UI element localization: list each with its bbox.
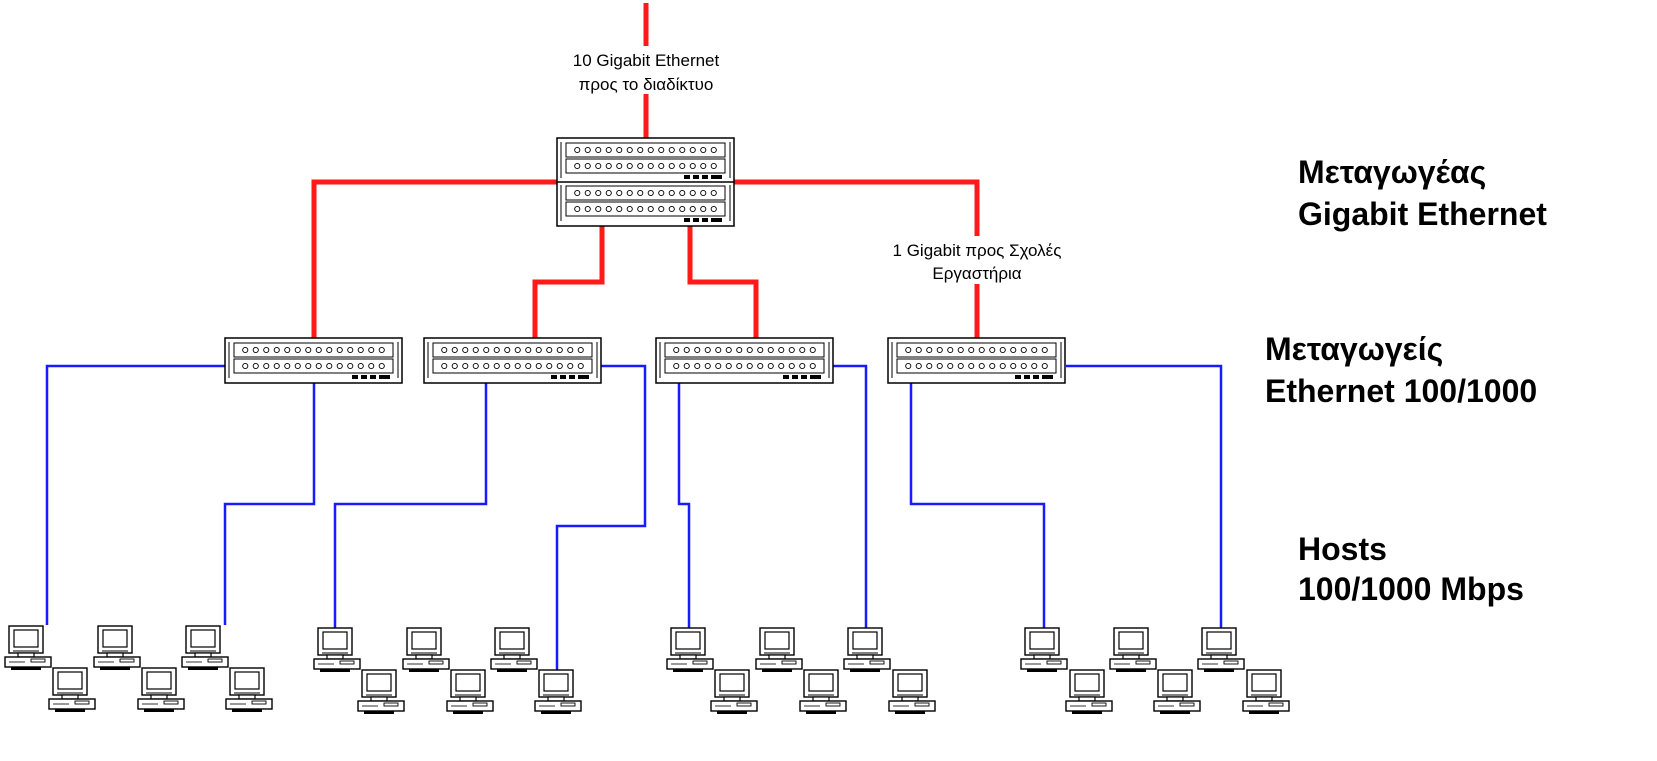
uplink-label-line1: 10 Gigabit Ethernet: [573, 51, 720, 70]
desktop-computer-icon: [1154, 670, 1200, 714]
host-link: [225, 382, 314, 625]
school-link-label: 1 Gigabit προς Σχολές Εργαστήρια: [878, 236, 1078, 284]
access-switch-2-icon: [424, 338, 601, 383]
tier-hosts-line1: Hosts: [1298, 531, 1387, 567]
desktop-computer-icon: [1243, 670, 1289, 714]
desktop-computer-icon: [49, 668, 95, 712]
desktop-computer-icon: [403, 628, 449, 672]
core-to-switch-1-link: [314, 182, 558, 340]
tier-access-line2: Ethernet 100/1000: [1265, 373, 1537, 409]
core-to-switch-2-link: [535, 226, 602, 340]
desktop-computer-icon: [1021, 628, 1067, 672]
tier-label-core: Μεταγωγέας Gigabit Ethernet: [1298, 154, 1547, 232]
uplink-label-line2: προς το διαδίκτυο: [579, 75, 714, 94]
host-link: [679, 382, 689, 628]
desktop-computer-icon: [756, 628, 802, 672]
access-switch-1-icon: [225, 338, 402, 383]
tier-label-access: Μεταγωγείς Ethernet 100/1000: [1265, 331, 1537, 409]
desktop-computer-icon: [800, 670, 846, 714]
hosts: [5, 626, 1289, 714]
tier-core-line2: Gigabit Ethernet: [1298, 196, 1547, 232]
desktop-computer-icon: [314, 628, 360, 672]
core-switch-icon: [557, 138, 734, 226]
tier-hosts-line2: 100/1000 Mbps: [1298, 571, 1524, 607]
core-to-switch-3-link: [690, 226, 756, 340]
desktop-computer-icon: [226, 668, 272, 712]
desktop-computer-icon: [138, 668, 184, 712]
host-link: [1066, 366, 1221, 628]
host-link: [47, 366, 226, 625]
school-label-line1: 1 Gigabit προς Σχολές: [893, 241, 1062, 260]
desktop-computer-icon: [1110, 628, 1156, 672]
desktop-computer-icon: [94, 626, 140, 670]
host-link: [832, 366, 866, 628]
school-label-line2: Εργαστήρια: [932, 264, 1021, 283]
tier-access-line1: Μεταγωγείς: [1265, 331, 1443, 367]
desktop-computer-icon: [182, 626, 228, 670]
desktop-computer-icon: [711, 670, 757, 714]
desktop-computer-icon: [1066, 670, 1112, 714]
desktop-computer-icon: [1198, 628, 1244, 672]
desktop-computer-icon: [535, 670, 581, 714]
uplink-label: 10 Gigabit Ethernet προς το διαδίκτυο: [555, 46, 735, 94]
desktop-computer-icon: [889, 670, 935, 714]
desktop-computer-icon: [667, 628, 713, 672]
access-switch-4-icon: [888, 338, 1065, 383]
host-link: [557, 366, 645, 672]
tier-core-line1: Μεταγωγέας: [1298, 154, 1486, 190]
access-switch-3-icon: [656, 338, 833, 383]
desktop-computer-icon: [844, 628, 890, 672]
host-link: [911, 382, 1044, 628]
host-link: [335, 382, 486, 628]
tier-label-hosts: Hosts 100/1000 Mbps: [1298, 531, 1524, 607]
desktop-computer-icon: [491, 628, 537, 672]
desktop-computer-icon: [358, 670, 404, 714]
desktop-computer-icon: [5, 626, 51, 670]
desktop-computer-icon: [447, 670, 493, 714]
